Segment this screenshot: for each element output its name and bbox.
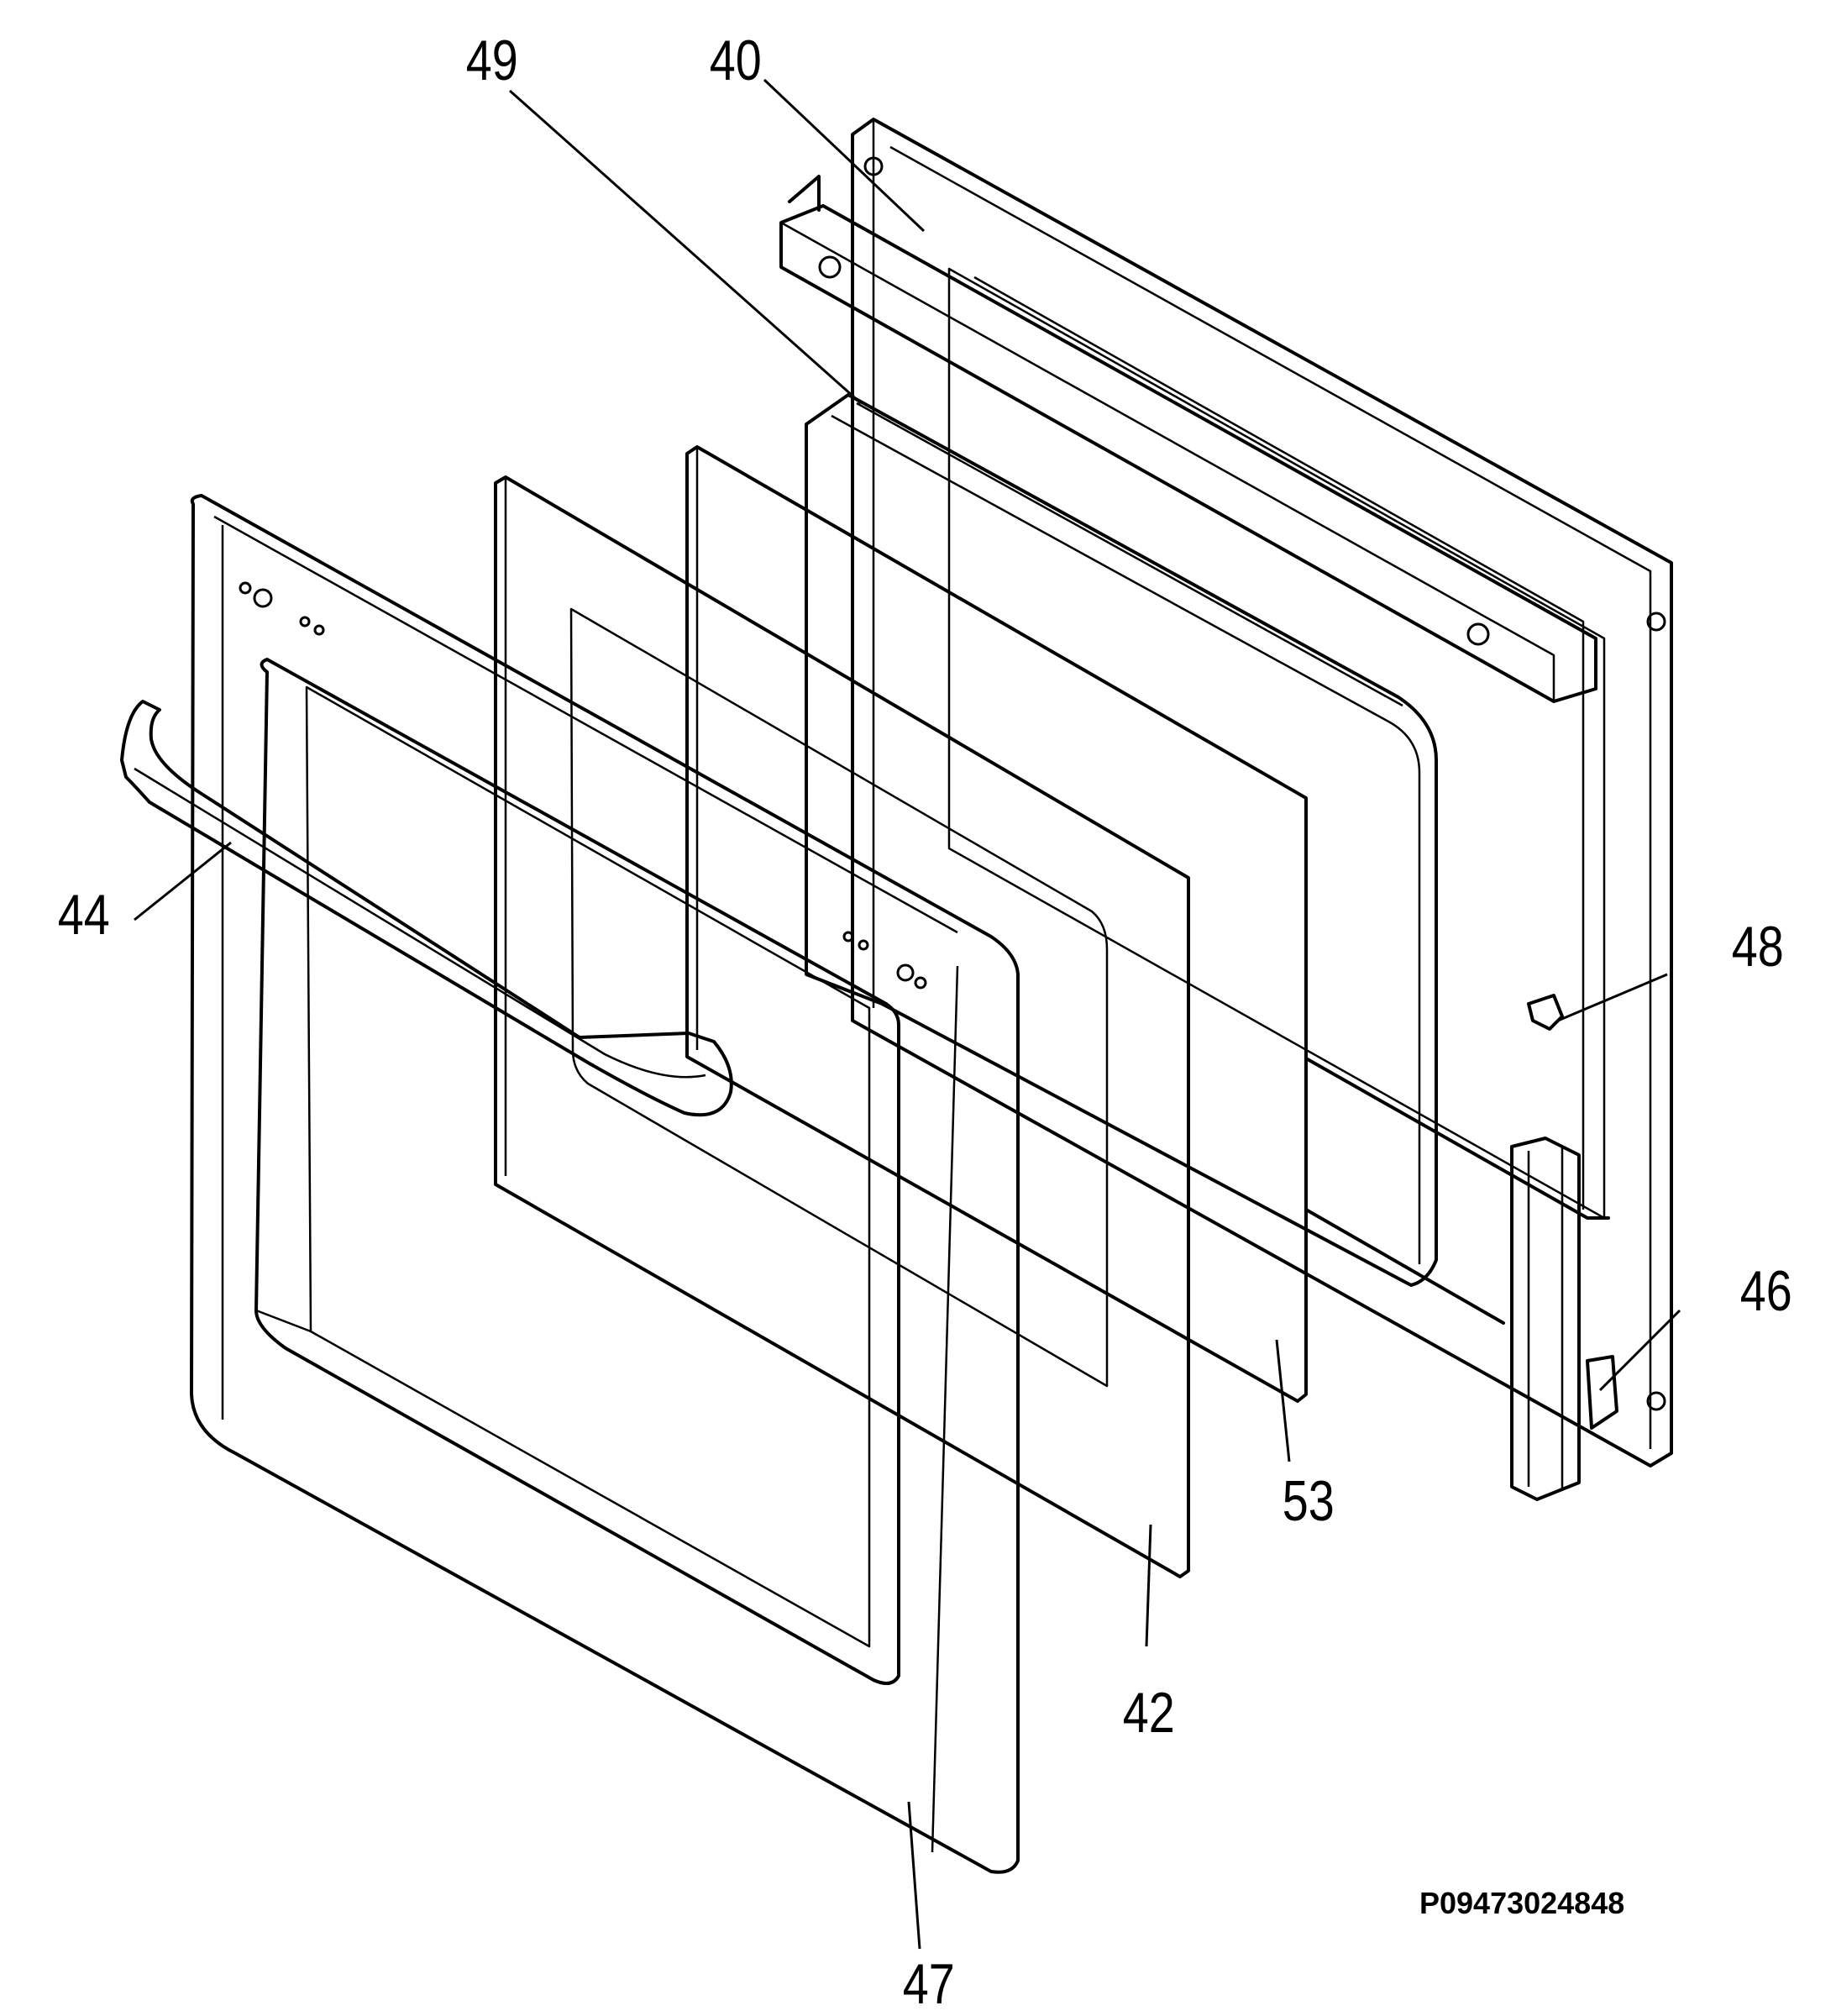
leader-line-49 [509, 89, 862, 405]
hinge-rail-part [779, 175, 1597, 703]
leader-line-40 [763, 78, 926, 233]
leader-line-44 [134, 841, 232, 921]
callout-44: 44 [58, 884, 110, 947]
callout-47: 47 [903, 1953, 955, 2016]
drawing-code: P09473024848 [1419, 1886, 1624, 1920]
hinge-bracket-part [1510, 1137, 1618, 1501]
middle-glass-pane-part [494, 475, 1190, 1578]
glass-holder-frame-part [805, 393, 1438, 1287]
callout-48: 48 [1732, 916, 1784, 979]
leader-line-47 [907, 1801, 921, 1950]
callout-42: 42 [1123, 1682, 1175, 1745]
inner-door-frame-part [851, 118, 1673, 1467]
leader-line-53 [1275, 1339, 1291, 1462]
callout-49: 49 [466, 29, 518, 92]
door-handle-part [120, 700, 733, 1117]
callout-46: 46 [1740, 1260, 1792, 1323]
callout-53: 53 [1283, 1470, 1335, 1533]
leader-line-46 [1598, 1309, 1681, 1392]
rear-glass-pane-part [685, 445, 1308, 1403]
clip-part [1527, 994, 1564, 1031]
leader-line-48 [1557, 973, 1668, 1022]
leader-line-42 [1145, 1524, 1152, 1647]
lower-rail-part [1304, 1057, 1610, 1325]
outer-door-panel-part [190, 494, 1020, 1874]
callout-40: 40 [710, 29, 762, 92]
